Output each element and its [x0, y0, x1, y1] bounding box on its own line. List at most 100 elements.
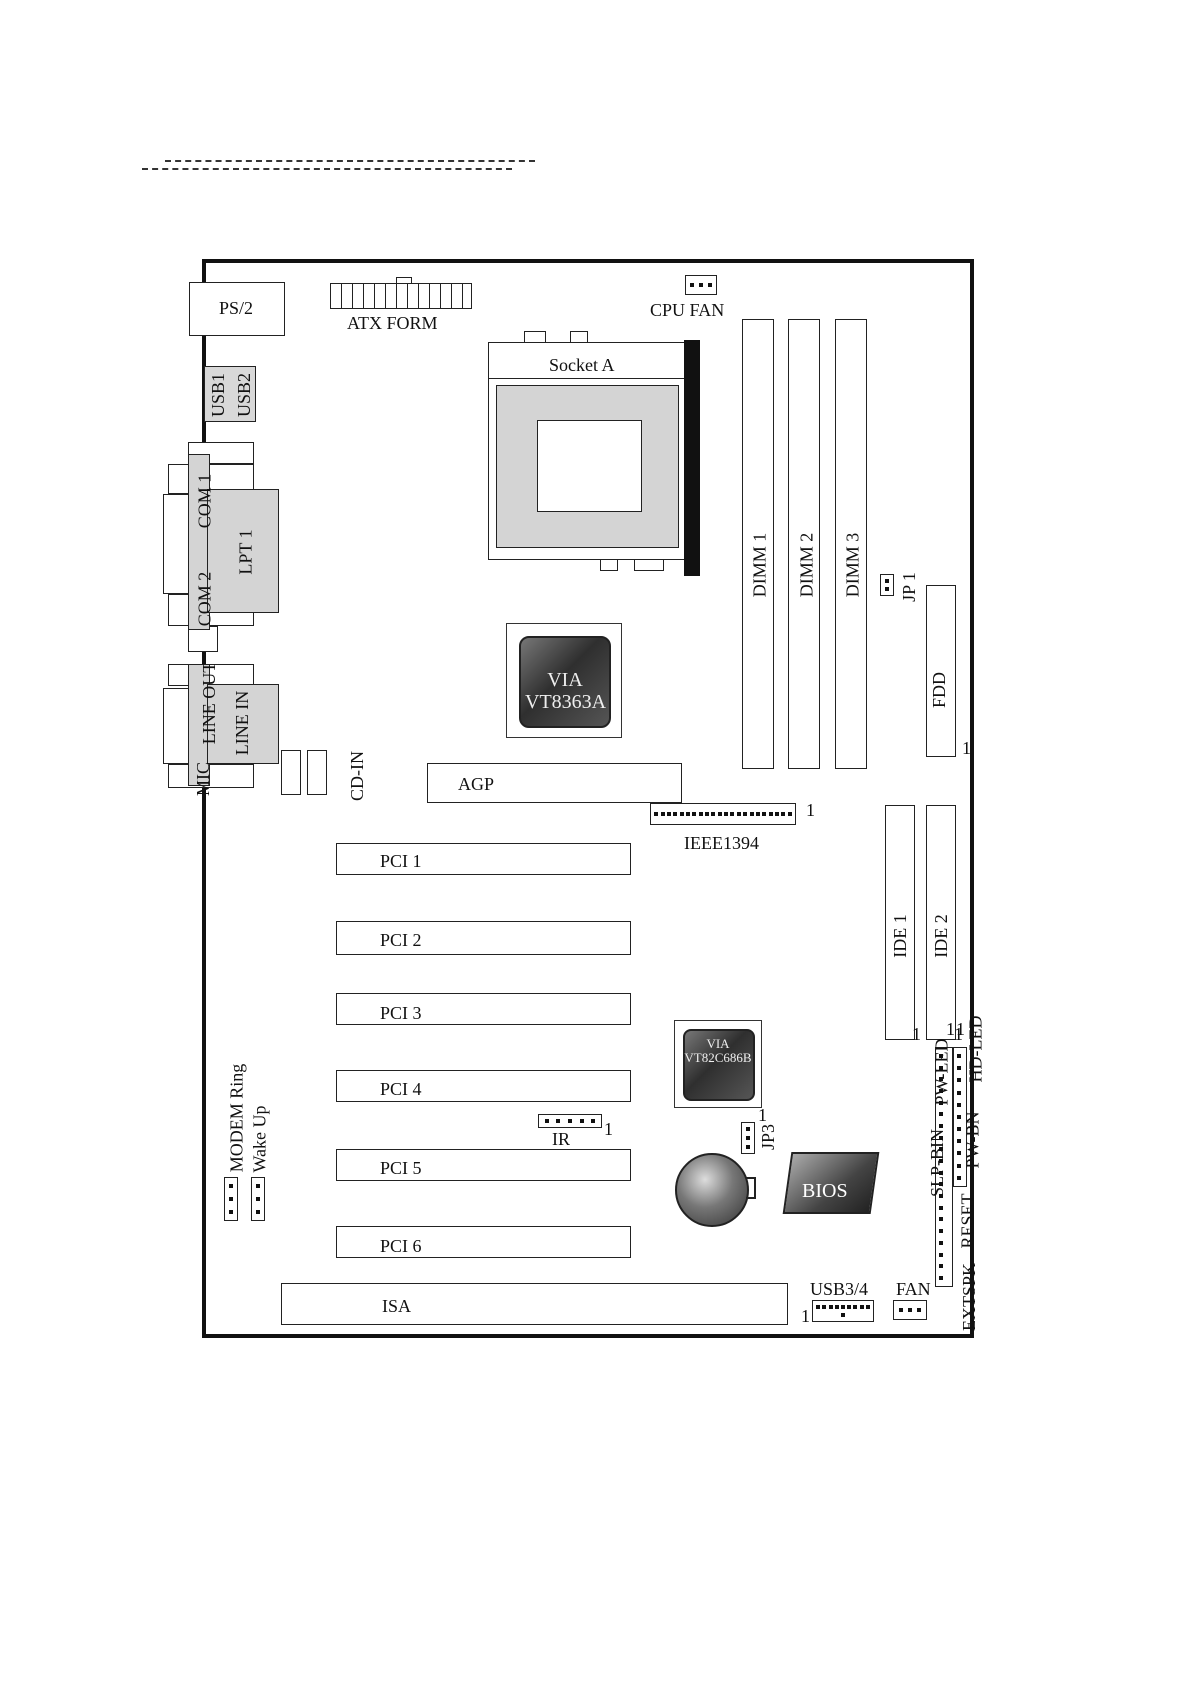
fan-header: [893, 1300, 927, 1320]
ieee1394-header: [650, 803, 796, 825]
wake-up-header: [251, 1177, 265, 1221]
jp3-header: [741, 1122, 755, 1154]
ir-label: IR: [552, 1129, 570, 1149]
ide1-label: IDE 1: [889, 914, 910, 958]
pci3-slot: [336, 993, 631, 1025]
southbridge-die: [683, 1029, 755, 1101]
usb1-label: USB1: [208, 372, 229, 418]
fan-label: FAN: [896, 1279, 931, 1299]
socket-a-lever: [684, 340, 700, 576]
isa-slot: [281, 1283, 788, 1325]
dimm2-slot: [788, 319, 820, 769]
isa-label: ISA: [382, 1296, 412, 1316]
com1-label: COM 1: [194, 473, 215, 529]
fdd-pin1-label: 1: [962, 738, 971, 758]
northbridge-chip: VIA VT8363A: [506, 623, 622, 738]
cpu-fan-header: [685, 275, 717, 295]
pci5-label: PCI 5: [380, 1158, 422, 1178]
cd-in-label: CD-IN: [347, 751, 367, 801]
pci1-slot: [336, 843, 631, 875]
ir-header: [538, 1114, 602, 1128]
pci2-slot: [336, 921, 631, 955]
usb-port-block: [204, 366, 256, 422]
pci1-label: PCI 1: [380, 851, 422, 871]
line-in-label: LINE IN: [232, 690, 253, 756]
bios-label: BIOS: [802, 1180, 848, 1202]
ieee1394-label: IEEE1394: [684, 833, 759, 853]
ps2-label: PS/2: [219, 298, 254, 318]
modem-ring-label: MODEM Ring: [226, 1063, 247, 1173]
wake-up-label: Wake Up: [249, 1105, 270, 1173]
extspk-label: EXTSPK: [959, 1262, 980, 1332]
southbridge-chip: VIA VT82C686B: [674, 1020, 762, 1108]
usb34-pin1-label: 1: [801, 1306, 810, 1326]
agp-label: AGP: [458, 774, 495, 794]
socket-a-header-band: [489, 352, 687, 379]
atx-power-latch: [396, 277, 412, 284]
pw-bn-label: PW-BN: [962, 1111, 983, 1169]
cmos-battery: [675, 1153, 749, 1227]
front-panel-pin1-label: 1: [946, 1019, 955, 1039]
northbridge-label: VIA VT8363A: [525, 669, 607, 713]
jp3-label: JP3: [758, 1123, 779, 1151]
pci4-label: PCI 4: [380, 1079, 422, 1099]
header-dash-line-2: [142, 168, 512, 170]
usb2-label: USB2: [234, 372, 255, 418]
jp1-label: JP 1: [898, 572, 919, 602]
ide2-pin1-label: 1: [954, 1024, 963, 1044]
lpt1-label: LPT 1: [235, 529, 256, 575]
ieee1394-pin1-label: 1: [806, 800, 815, 820]
ide1-connector: [885, 805, 915, 1040]
front-panel-pin1-label-2: 1: [956, 1019, 965, 1039]
ide2-connector: [926, 805, 956, 1040]
southbridge-label: VIA VT82C686B: [684, 1036, 752, 1066]
dimm3-label: DIMM 3: [842, 532, 863, 598]
line-in-port: [207, 684, 279, 764]
dimm3-slot: [835, 319, 867, 769]
northbridge-die: [519, 636, 611, 728]
dimm2-label: DIMM 2: [796, 532, 817, 598]
header-dash-line-1: [165, 160, 535, 162]
fdd-label: FDD: [929, 671, 950, 709]
board-outline: [202, 259, 974, 1338]
socket-a-notch-2: [570, 331, 588, 343]
ps2-port: [189, 282, 285, 336]
pci6-label: PCI 6: [380, 1236, 422, 1256]
lpt1-port: [207, 489, 279, 613]
socket-a-label: Socket A: [549, 355, 615, 375]
atx-form-label: ATX FORM: [347, 313, 438, 333]
pci4-slot: [336, 1070, 631, 1102]
com2-shell-bottom: [188, 626, 218, 652]
socket-a-center: [537, 420, 642, 512]
agp-slot: [427, 763, 682, 803]
socket-a-notch-1: [524, 331, 546, 343]
modem-ring-header: [224, 1177, 238, 1221]
pci3-label: PCI 3: [380, 1003, 422, 1023]
cd-in-connector-1: [281, 750, 301, 795]
front-panel-header-2: [953, 1047, 967, 1187]
fdd-connector: [926, 585, 956, 757]
audio-shell-bottom: [168, 764, 254, 788]
usb34-header: [812, 1300, 874, 1322]
mic-label: MIC: [193, 761, 214, 797]
dimm1-slot: [742, 319, 774, 769]
socket-a-notch-3: [600, 559, 618, 571]
jp1-header: [880, 574, 894, 596]
battery-clip: [746, 1177, 756, 1199]
atx-power-connector: [330, 283, 472, 309]
ide2-label: IDE 2: [930, 914, 951, 958]
socket-a-notch-4: [634, 559, 664, 571]
pci6-slot: [336, 1226, 631, 1258]
hd-led-label: HD-LED: [965, 1015, 986, 1083]
slp-bin-label: SLP-BIN: [927, 1128, 948, 1198]
pci5-slot: [336, 1149, 631, 1181]
front-panel-header: [935, 1047, 953, 1287]
cpu-fan-label: CPU FAN: [650, 300, 725, 320]
line-out-label: LINE OUT: [199, 661, 220, 745]
cd-in-connector-2: [307, 750, 327, 795]
pci2-label: PCI 2: [380, 930, 422, 950]
ide1-pin1-label: 1: [912, 1024, 921, 1044]
com2-label: COM 2: [194, 571, 215, 627]
ir-pin1-label: 1: [604, 1119, 613, 1139]
reset-label: RESET: [957, 1193, 978, 1249]
